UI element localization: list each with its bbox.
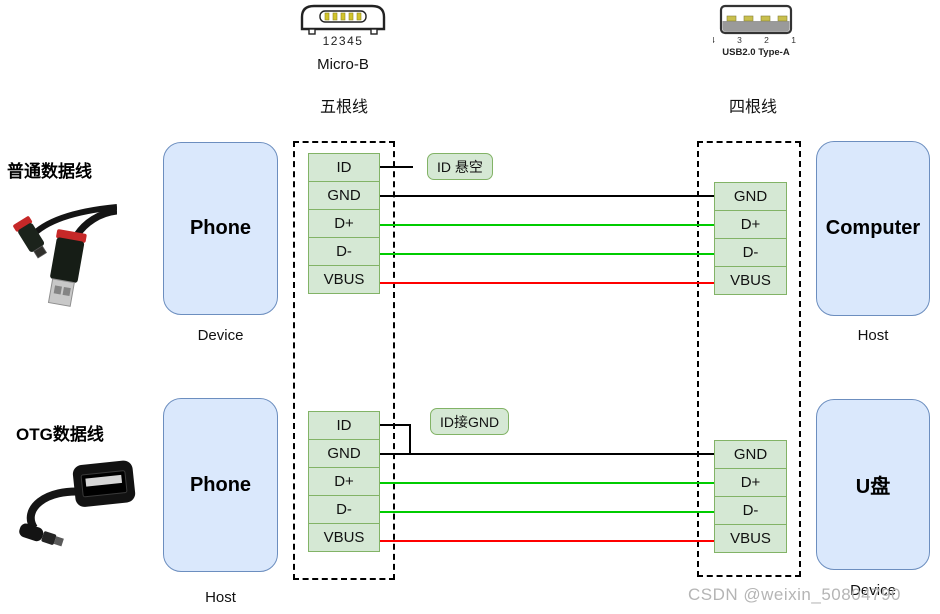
usb-a-label: USB2.0 Type-A: [722, 47, 790, 58]
micro-b-cable-region: [293, 141, 395, 580]
pin-cell-gnd: GND: [714, 440, 787, 469]
pin-cell-dplus: D+: [308, 209, 380, 238]
pin-cell-gnd: GND: [714, 182, 787, 211]
normal-cable-title: 普通数据线: [7, 162, 92, 181]
phone-label-row1: Phone: [189, 217, 252, 239]
usb-a-pin-table-row1: GND D+ D- VBUS: [714, 182, 787, 295]
pin-cell-gnd: GND: [308, 181, 380, 210]
pin-cell-dminus: D-: [714, 238, 787, 267]
usb-a-wire-count: 四根线: [728, 99, 777, 116]
pin-cell-dminus: D-: [308, 495, 380, 524]
micro-b-pin-table-row1: ID GND D+ D- VBUS: [308, 153, 380, 294]
phone-label-row2: Phone: [189, 473, 252, 496]
wire-dminus-row1: [380, 253, 714, 255]
usb-a-pin-numbers: 4 3 2 1: [713, 35, 799, 45]
wire-dplus-row2: [380, 482, 714, 484]
pin-cell-vbus: VBUS: [308, 265, 380, 294]
wire-id-row2: [380, 424, 411, 426]
pin-cell-vbus: VBUS: [308, 523, 380, 552]
pin-cell-gnd: GND: [308, 439, 380, 468]
pin-cell-id: ID: [308, 411, 380, 440]
wire-vbus-row2: [380, 540, 714, 542]
micro-b-connector-icon: 12345: [300, 4, 386, 48]
usb-a-cable-region: [697, 141, 801, 577]
phone-role-row2: Host: [205, 589, 236, 606]
usb-a-connector-icon: 4 3 2 1 USB2.0 Type-A: [713, 4, 799, 58]
pin-cell-vbus: VBUS: [714, 524, 787, 553]
usb-a-pin-table-row2: GND D+ D- VBUS: [714, 440, 787, 553]
pin-cell-dminus: D-: [714, 496, 787, 525]
computer-device-box: Computer: [816, 141, 930, 316]
wire-dminus-row2: [380, 511, 714, 513]
micro-b-label: Micro-B: [317, 56, 369, 73]
wire-vbus-row1: [380, 282, 714, 284]
pin-cell-vbus: VBUS: [714, 266, 787, 295]
csdn-watermark: CSDN @weixin_50804790: [688, 585, 901, 604]
otg-adapter-cable-photo: [19, 460, 136, 547]
wire-dplus-row1: [380, 224, 714, 226]
pin-cell-dplus: D+: [308, 467, 380, 496]
pin-cell-dminus: D-: [308, 237, 380, 266]
otg-cable-title: OTG数据线: [16, 425, 104, 444]
pin-cell-dplus: D+: [714, 468, 787, 497]
micro-b-wire-count: 五根线: [319, 99, 368, 116]
micro-b-pin-table-row2: ID GND D+ D- VBUS: [308, 411, 380, 552]
wire-id-to-gnd-strap: [409, 424, 411, 455]
usb-drive-role: Device: [850, 582, 896, 599]
phone-role-row1: Device: [197, 327, 244, 344]
computer-role: Host: [857, 327, 889, 344]
wire-gnd-row2: [380, 453, 714, 455]
usb-drive-label: U盘: [855, 476, 891, 498]
micro-b-pin-numbers: 12345: [323, 34, 364, 48]
id-floating-note: ID 悬空: [427, 153, 493, 180]
phone-device-box-row2: Phone: [163, 398, 278, 572]
phone-device-box-row1: Phone: [163, 142, 278, 315]
id-to-gnd-note: ID接GND: [430, 408, 510, 435]
usb-data-cable-photo: [13, 204, 117, 307]
wire-id-floating-row1: [380, 166, 413, 168]
computer-label: Computer: [825, 217, 921, 239]
wire-gnd-row1: [380, 195, 714, 197]
usb-drive-device-box: U盘: [816, 399, 930, 570]
pin-cell-id: ID: [308, 153, 380, 182]
pin-cell-dplus: D+: [714, 210, 787, 239]
